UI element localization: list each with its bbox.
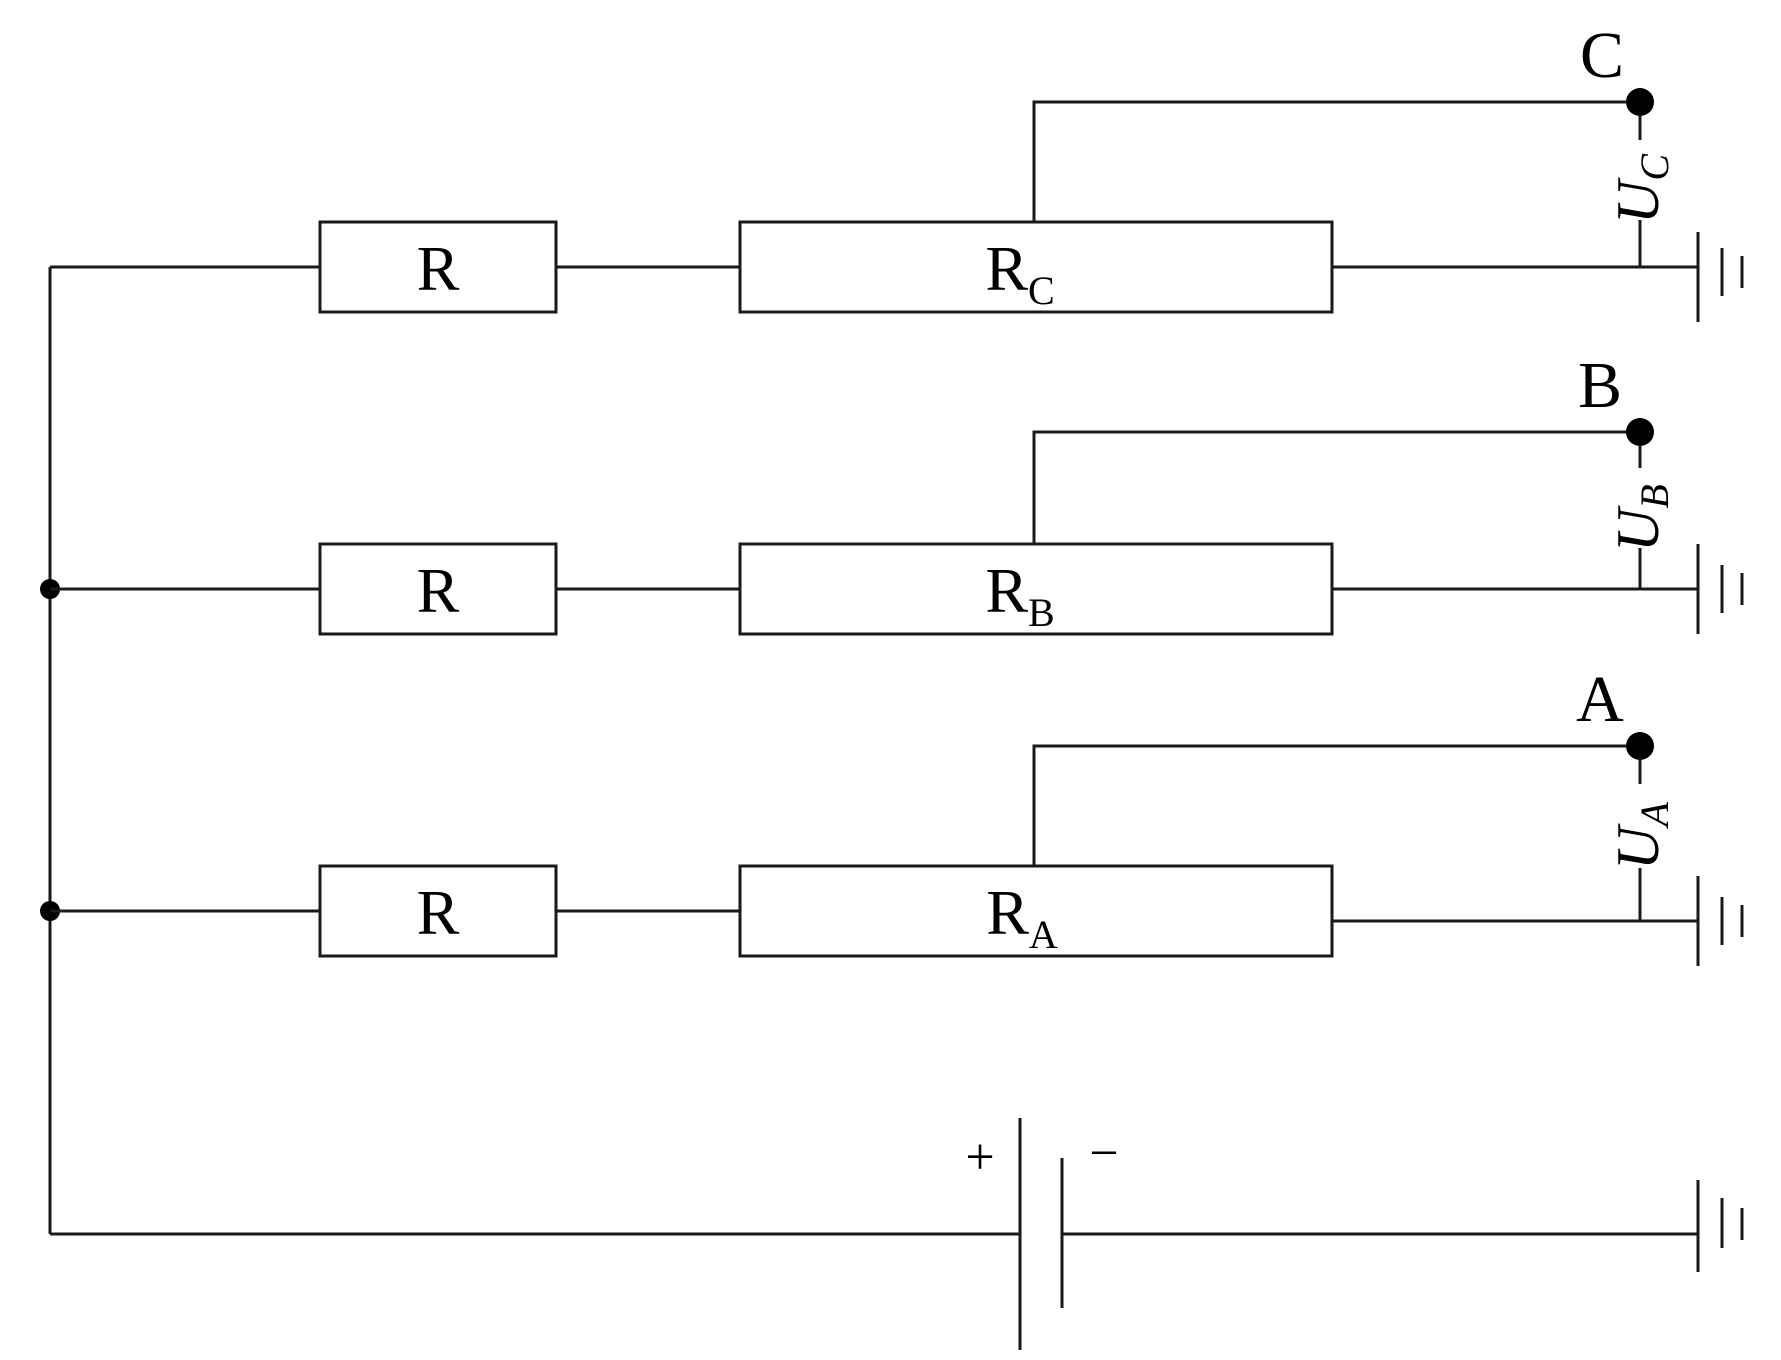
resistor-r-b-label: R	[417, 555, 460, 626]
sensor-resistor-c-label: RC	[985, 233, 1054, 313]
resistor-r-b	[318, 542, 558, 636]
resistor-r-a-label: R	[417, 877, 460, 948]
resistor-r-c	[318, 220, 558, 314]
branch-a: R RA A UA	[50, 663, 1744, 966]
sensor-resistor-c	[738, 220, 1334, 314]
wire-b-tap	[1032, 430, 1640, 544]
node-b-label: B	[1578, 349, 1622, 422]
node-c-dot	[1626, 88, 1654, 116]
battery-icon	[1018, 1118, 1064, 1350]
ground-b-icon	[1696, 544, 1744, 634]
battery-plus-label: +	[965, 1129, 994, 1186]
sensor-resistor-b	[738, 542, 1334, 636]
sensor-resistor-b-label: RB	[985, 555, 1054, 635]
branch-b: R RB B UB	[50, 349, 1744, 636]
battery-branch: + −	[50, 1118, 1744, 1350]
node-a-dot	[1626, 732, 1654, 760]
node-a-label: A	[1576, 663, 1624, 736]
voltage-c-label: UC	[1605, 153, 1677, 224]
ground-c-icon	[1696, 232, 1744, 322]
resistor-r-c-label: R	[417, 233, 460, 304]
resistor-r-a	[318, 864, 558, 958]
node-b-dot	[1626, 418, 1654, 446]
ground-battery-icon	[1696, 1180, 1744, 1272]
voltage-b-label: UB	[1605, 484, 1677, 552]
wire-c-tap	[1032, 100, 1640, 222]
branch-c: R RC C UC	[50, 19, 1744, 322]
battery-minus-label: −	[1089, 1125, 1118, 1182]
sensor-resistor-a	[738, 864, 1334, 958]
wire-a-tap	[1032, 744, 1640, 866]
node-c-label: C	[1580, 19, 1624, 92]
voltage-a-label: UA	[1605, 802, 1677, 870]
ground-a-icon	[1696, 876, 1744, 966]
sensor-resistor-a-label: RA	[986, 877, 1058, 957]
